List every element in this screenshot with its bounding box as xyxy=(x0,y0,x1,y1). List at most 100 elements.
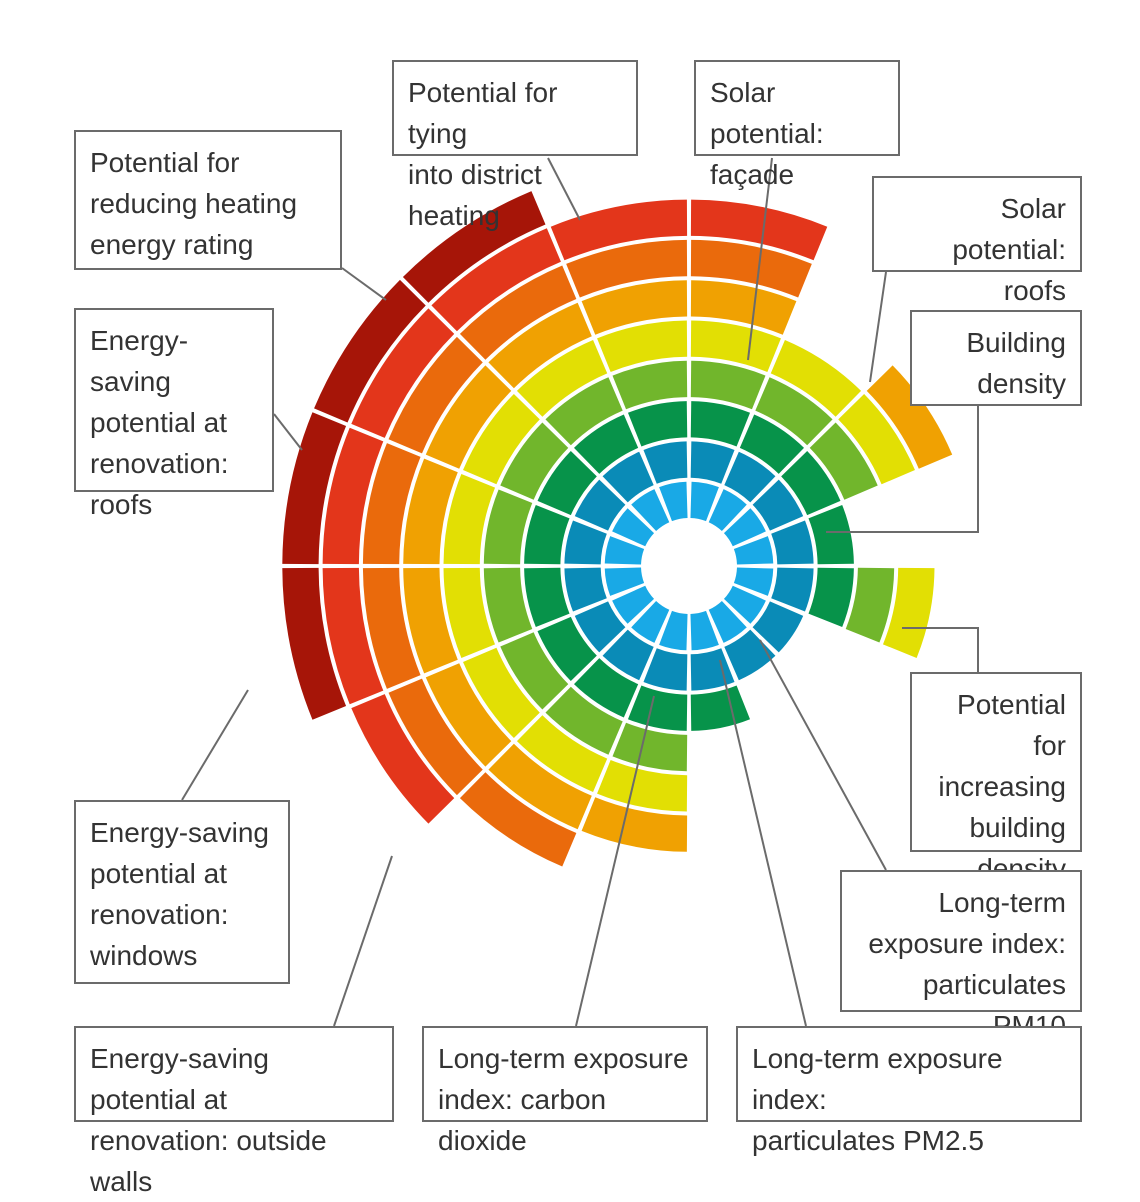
leader-outside-walls xyxy=(333,855,393,1027)
segment-sector-5-level-1 xyxy=(723,585,766,624)
segment-sector-9-level-4 xyxy=(545,686,623,755)
segment-sector-2-level-2 xyxy=(752,479,804,531)
segment-sector-12-level-3 xyxy=(524,504,570,565)
segment-sector-11-level-4 xyxy=(483,567,533,643)
segment-sector-11-level-1 xyxy=(604,567,645,596)
leader-district-heating xyxy=(547,157,581,221)
segment-sector-9-level-1 xyxy=(631,600,670,643)
segment-sector-4-level-1 xyxy=(733,567,774,596)
leader-co2 xyxy=(575,695,655,1027)
segment-sector-10-level-4 xyxy=(500,632,569,710)
leader-heating-rating xyxy=(341,267,387,301)
segment-sector-10-level-8 xyxy=(351,694,455,824)
segment-sector-1-level-1 xyxy=(708,489,747,532)
segment-sector-4-level-5 xyxy=(882,567,935,658)
segment-sector-12-level-5 xyxy=(443,474,496,565)
segment-sector-4-level-2 xyxy=(771,567,814,612)
segment-sector-0-level-4 xyxy=(690,360,766,410)
leader-windows xyxy=(181,689,249,801)
segment-sector-13-level-3 xyxy=(537,450,597,516)
segment-sector-14-level-4 xyxy=(545,377,623,446)
label-heating-rating: Potential for reducing heating energy ra… xyxy=(74,130,342,270)
segment-sector-14-level-9 xyxy=(402,191,546,303)
segment-sector-14-level-3 xyxy=(573,414,639,474)
label-solar-roofs: Solar potential: roofs xyxy=(872,176,1082,306)
segment-sector-13-level-1 xyxy=(612,508,655,547)
segment-sector-7-level-3 xyxy=(690,685,751,731)
label-building-density: Building density xyxy=(910,310,1082,406)
segment-sector-0-level-3 xyxy=(690,401,751,447)
segment-sector-7-level-1 xyxy=(690,610,719,651)
segment-sector-10-level-2 xyxy=(574,601,626,653)
segment-sector-12-level-2 xyxy=(564,520,607,565)
segment-sector-1-level-2 xyxy=(724,451,776,503)
segment-sector-12-level-7 xyxy=(362,443,421,565)
segment-sector-8-level-5 xyxy=(597,759,688,812)
segment-sector-10-level-5 xyxy=(463,647,540,739)
segment-sector-0-level-2 xyxy=(690,441,735,484)
leader-pm25 xyxy=(719,659,807,1027)
segment-sector-6-level-2 xyxy=(724,629,776,681)
segment-sector-13-level-5 xyxy=(463,393,540,485)
leader-solar-roofs xyxy=(869,271,887,383)
segment-sector-15-level-8 xyxy=(550,199,688,261)
segment-sector-1-level-5 xyxy=(770,340,862,417)
segment-sector-11-level-8 xyxy=(322,567,384,705)
segment-sector-14-level-6 xyxy=(488,302,592,389)
segment-sector-13-level-4 xyxy=(500,422,569,500)
segment-sector-15-level-7 xyxy=(566,239,688,298)
segment-sector-2-level-3 xyxy=(781,450,841,516)
segment-sector-1-level-4 xyxy=(755,377,833,446)
segment-sector-14-level-7 xyxy=(459,265,577,360)
segment-sector-8-level-3 xyxy=(627,685,688,731)
label-roofs-renovation: Energy-saving potential at renovation: r… xyxy=(74,308,274,520)
segment-sector-3-level-3 xyxy=(808,504,854,565)
segment-sector-8-level-2 xyxy=(643,648,688,691)
segment-sector-2-level-4 xyxy=(809,422,878,500)
segment-sector-15-level-4 xyxy=(612,360,688,410)
leader-building-density xyxy=(826,406,979,533)
segment-sector-12-level-6 xyxy=(403,458,458,565)
leader-pm10 xyxy=(759,639,887,871)
segment-sector-10-level-7 xyxy=(388,678,483,796)
segment-sector-8-level-4 xyxy=(612,722,688,772)
leader-roofs-renovation xyxy=(273,413,303,451)
segment-sector-3-level-1 xyxy=(733,536,774,565)
segment-sector-14-level-8 xyxy=(431,228,561,332)
segment-sector-9-level-2 xyxy=(602,629,654,681)
segment-sector-0-level-5 xyxy=(690,320,781,373)
segment-sector-15-level-2 xyxy=(643,441,688,484)
segment-sector-14-level-1 xyxy=(631,489,670,532)
label-pm10: Long-term exposure index: particulates P… xyxy=(840,870,1082,1041)
segment-sector-15-level-6 xyxy=(581,280,688,335)
label-co2: Long-term exposure index: carbon dioxide xyxy=(422,1026,708,1156)
segment-sector-12-level-4 xyxy=(483,489,533,565)
segment-sector-2-level-6 xyxy=(866,365,953,469)
segment-sector-13-level-2 xyxy=(574,479,626,531)
segment-sector-13-level-6 xyxy=(425,365,512,469)
segment-sector-2-level-5 xyxy=(838,393,915,485)
chart-segments xyxy=(282,191,953,867)
segment-sector-11-level-5 xyxy=(443,567,496,658)
segment-sector-11-level-3 xyxy=(524,567,570,628)
segment-sector-8-level-1 xyxy=(659,610,688,651)
label-outside-walls: Energy-saving potential at renovation: o… xyxy=(74,1026,394,1197)
segment-sector-6-level-1 xyxy=(708,600,747,643)
segment-sector-15-level-5 xyxy=(597,320,688,373)
segment-sector-10-level-6 xyxy=(425,663,512,767)
label-pm25: Long-term exposure index: particulates P… xyxy=(736,1026,1082,1156)
segment-sector-13-level-8 xyxy=(351,308,455,438)
segment-sector-13-level-9 xyxy=(314,279,426,423)
segment-sector-14-level-5 xyxy=(516,340,608,417)
segment-sector-9-level-3 xyxy=(573,658,639,718)
segment-sector-11-level-2 xyxy=(564,567,607,612)
segment-sector-2-level-1 xyxy=(723,508,766,547)
segment-sector-11-level-6 xyxy=(403,567,458,674)
segment-sector-11-level-7 xyxy=(362,567,421,689)
segment-sector-12-level-1 xyxy=(604,536,645,565)
segment-sector-3-level-2 xyxy=(771,520,814,565)
segment-sector-10-level-1 xyxy=(612,585,655,624)
segment-sector-1-level-3 xyxy=(739,414,805,474)
label-increasing-density: Potential for increasing building densit… xyxy=(910,672,1082,884)
